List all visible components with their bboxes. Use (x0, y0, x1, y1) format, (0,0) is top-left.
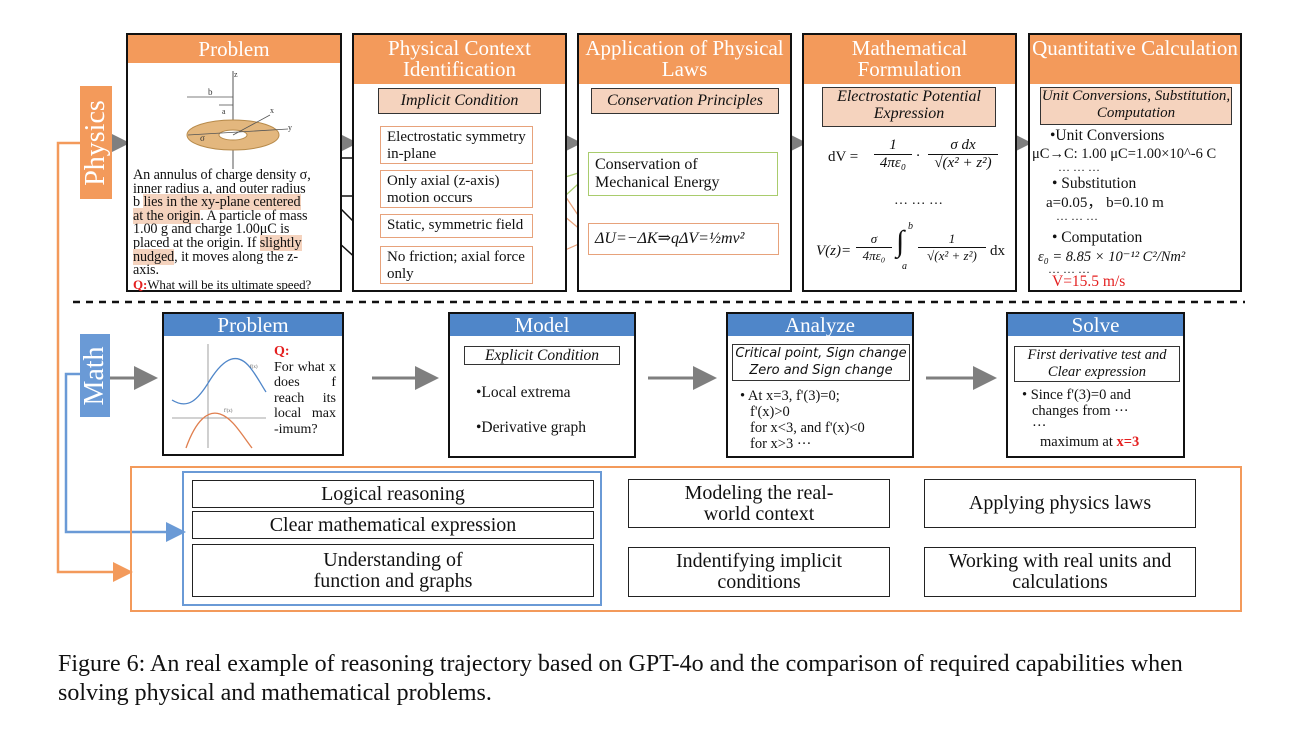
dv-equation: dV = (828, 149, 859, 165)
physics-calculation-panel: Quantitative Calculation Unit Conversion… (1028, 33, 1242, 292)
physics-side-label: Physics (80, 86, 112, 199)
physics-problem-panel: Problem z b a x y σ An annulus of charge… (126, 33, 342, 292)
final-speed-result: V=15.5 m/s (1052, 273, 1126, 290)
physics-problem-text: An annulus of charge density σ, inner ra… (133, 167, 312, 292)
capability-physics-laws: Applying physics laws (924, 479, 1196, 528)
explicit-condition-tag: Explicit Condition (464, 346, 620, 365)
math-model-panel: Model Explicit Condition •Local extrema … (448, 312, 636, 458)
vz-equation: V(z)= (816, 243, 852, 259)
svg-text:a: a (222, 107, 226, 116)
capability-modeling-context: Modeling the real-world context (628, 479, 890, 528)
physics-capabilities-box (130, 466, 1242, 612)
law-energy-equation: ΔU=−ΔK⇒qΔV=½mv² (588, 223, 779, 255)
svg-text:b: b (208, 87, 213, 97)
implicit-condition-tag: Implicit Condition (378, 88, 541, 114)
physics-problem-title: Problem (128, 35, 340, 63)
condition-axial-motion: Only axial (z-axis) motion occurs (380, 170, 533, 208)
annulus-figure: z b a x y σ (186, 70, 292, 169)
svg-text:f(x): f(x) (250, 365, 258, 370)
condition-static-field: Static, symmetric field (380, 214, 533, 238)
capability-logical-reasoning: Logical reasoning (192, 480, 594, 508)
conservation-principles-tag: Conservation Principles (591, 88, 779, 114)
capability-implicit-conditions: Indentifying implicit conditions (628, 547, 890, 597)
svg-text:y: y (288, 123, 292, 132)
electrostatic-potential-tag: Electrostatic Potential Expression (822, 87, 996, 127)
math-problem-panel: Problem f(x) f'(x) Q: For what x does f … (162, 312, 344, 456)
law-energy-conservation: Conservation of Mechanical Energy (588, 152, 778, 196)
physics-context-title: Physical Context Identification (354, 35, 565, 84)
svg-text:σ: σ (200, 133, 205, 143)
physics-formulation-title: Mathematical Formulation (804, 35, 1015, 84)
capability-functions-graphs: Understanding of function and graphs (192, 544, 594, 597)
condition-symmetry: Electrostatic symmetry in-plane (380, 126, 533, 164)
solve-text: • Since f'(3)=0 and changes from ··· ···… (1022, 387, 1140, 450)
physics-calculation-title: Quantitative Calculation (1030, 35, 1240, 84)
condition-no-friction: No friction; axial force only (380, 246, 533, 284)
math-analyze-title: Analyze (728, 314, 912, 336)
math-side-label: Math (79, 334, 110, 417)
critical-point-tag: Critical point, Sign change Zero and Sig… (732, 344, 910, 381)
math-problem-title: Problem (164, 314, 342, 336)
math-problem-question: Q: For what x does f reach its local max… (274, 344, 336, 437)
physics-formulation-panel: Mathematical Formulation Electrostatic P… (802, 33, 1017, 292)
unit-conversion-tag: Unit Conversions, Substitution, Computat… (1040, 87, 1232, 125)
math-analyze-panel: Analyze Critical point, Sign change Zero… (726, 312, 914, 458)
math-solve-title: Solve (1008, 314, 1183, 336)
capability-math-expression: Clear mathematical expression (192, 511, 594, 539)
svg-text:x: x (270, 106, 274, 115)
analyze-text: • At x=3, f'(3)=0; f'(x)>0 for x<3, and … (740, 388, 865, 452)
math-capabilities-box (182, 471, 602, 606)
capability-units-calculations: Working with real units and calculations (924, 547, 1196, 597)
first-derivative-tag: First derivative test and Clear expressi… (1014, 346, 1180, 382)
figure-caption: Figure 6: An real example of reasoning t… (58, 651, 1183, 706)
physics-laws-title: Application of Physical Laws (579, 35, 790, 84)
function-graph: f(x) f'(x) (171, 344, 267, 449)
math-model-title: Model (450, 314, 634, 336)
math-solve-panel: Solve First derivative test and Clear ex… (1006, 312, 1185, 458)
svg-text:z: z (234, 70, 238, 79)
svg-text:f'(x): f'(x) (224, 409, 233, 414)
